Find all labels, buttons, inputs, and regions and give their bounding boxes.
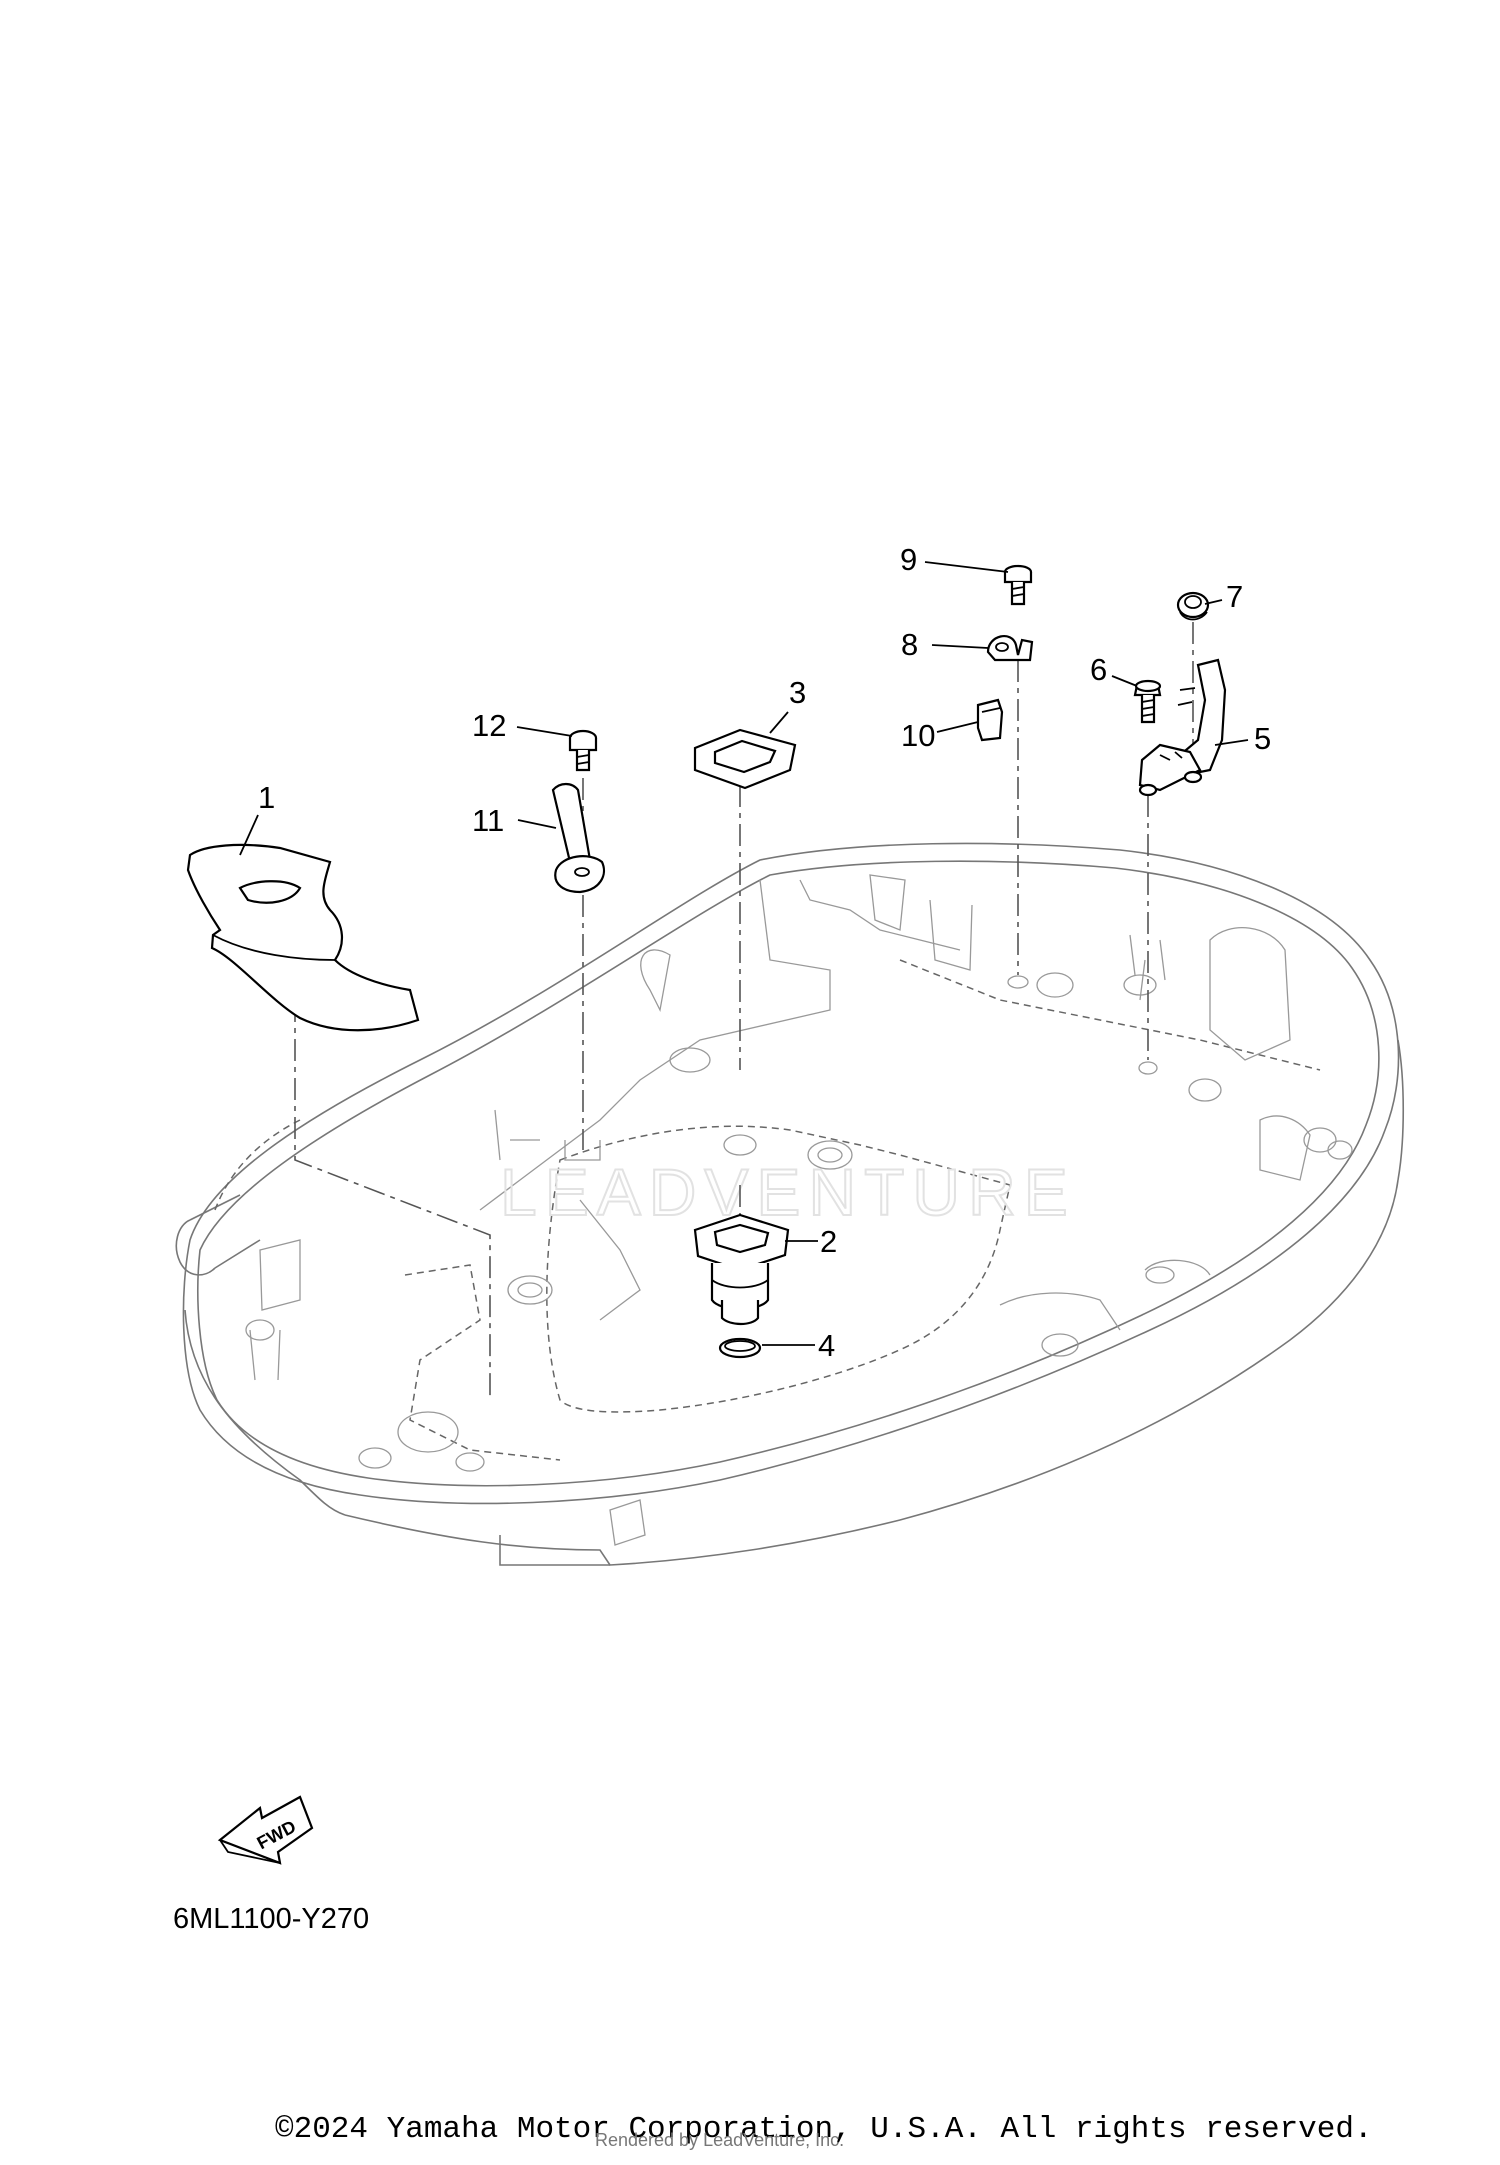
part-1-sheet [186,843,420,1032]
part-6-bolt [1133,679,1162,724]
callout-8: 8 [901,627,918,662]
part-12-bolt [568,729,598,772]
part-7-grommet-small [1176,591,1210,621]
callout-2: 2 [820,1224,837,1259]
watermark: LEADVENTURE [500,1155,1076,1229]
callout-1: 1 [258,780,275,815]
part-10-damper [976,698,1004,742]
part-11-plate [551,782,606,894]
callout-9: 9 [900,542,917,577]
part-8-clamp [986,635,1034,662]
callout-7: 7 [1226,579,1243,614]
part-2-grommet [693,1213,790,1326]
callout-labels: 1 2 3 4 5 6 7 8 9 10 11 12 [258,542,1271,1363]
callout-11: 11 [472,803,504,838]
leader-lines [239,561,1249,1346]
part-3-grommet-top [693,728,797,790]
part-4-clip [718,1337,762,1359]
copyright-notice: ©2024 Yamaha Motor Corporation, U.S.A. A… [275,2112,1373,2147]
rendered-by-credit: Rendered by LeadVenture, Inc. [595,2130,845,2150]
fwd-arrow-icon: FWD [217,1795,314,1865]
mounting-posts [564,975,1158,1161]
bottom-cowling [175,842,1405,1566]
part-9-bolt [1003,564,1033,606]
callout-10: 10 [901,718,935,753]
diagram-code: 6ML1100-Y270 [173,1903,369,1935]
assembly-lines [294,622,1194,1400]
callout-6: 6 [1090,652,1107,687]
part-5-bracket [1138,658,1227,797]
callout-4: 4 [818,1328,835,1363]
callout-5: 5 [1254,721,1271,756]
callout-3: 3 [789,675,806,710]
callout-12: 12 [472,708,506,743]
